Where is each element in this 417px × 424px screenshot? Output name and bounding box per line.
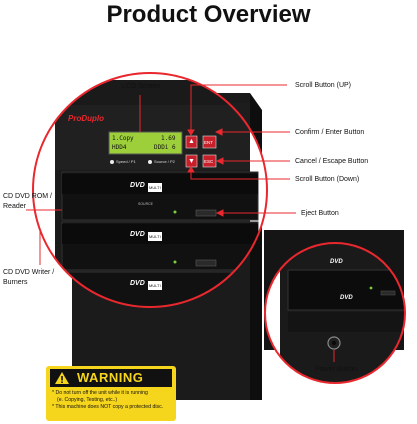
brand-logo: ProDuplo — [68, 114, 104, 123]
speed-indicator-label: Speed / P1 — [116, 159, 136, 164]
dvd-sub-1: MULTI — [148, 183, 162, 192]
label-reader-line1: CD DVD ROM / — [3, 193, 52, 200]
scroll-down-glyph: ▼ — [188, 158, 195, 165]
label-eject: Eject Button — [301, 210, 339, 217]
zoom-circle-power — [264, 242, 406, 384]
dvd-logo-3: DVD — [130, 280, 145, 287]
lcd-screen — [108, 131, 183, 155]
enter-button[interactable] — [202, 135, 217, 149]
warning-sticker: WARNING * Do not turn off the unit while… — [46, 366, 176, 421]
label-scroll-down: Scroll Button (Down) — [295, 176, 360, 183]
dvd-logo-1: DVD — [130, 182, 145, 189]
dvd-logo-5: DVD — [340, 295, 353, 301]
scroll-up-glyph: ▲ — [188, 138, 195, 145]
warning-line-2: (e. Copying, Testing, etc..) — [57, 397, 118, 403]
lcd-line1-right: 1.69 — [161, 135, 176, 142]
label-lcd-screen: LCD Screen — [122, 83, 161, 90]
label-writer-line2: Burners — [3, 279, 28, 286]
callout-lines — [26, 84, 335, 362]
eject-button-writer[interactable] — [195, 259, 217, 267]
source-indicator-label: Source / P2 — [154, 159, 175, 164]
lcd-line2-left: HDD4 — [112, 144, 127, 151]
eject-button[interactable] — [195, 209, 217, 217]
label-scroll-up: Scroll Button (UP) — [295, 82, 352, 89]
label-reader-line2: Reader — [3, 203, 26, 210]
lcd-line1-left: 1.Copy — [112, 135, 134, 142]
warning-line-3: * This machine does NOT copy a protected… — [52, 404, 164, 410]
label-cancel: Cancel / Escape Button — [295, 158, 369, 165]
dvd-sub-2: MULTI — [148, 232, 162, 241]
warning-body: * Do not turn off the unit while it is r… — [52, 390, 174, 411]
enter-glyph: ENT — [204, 140, 213, 145]
label-confirm: Confirm / Enter Button — [295, 129, 365, 136]
label-power: Power Button — [315, 366, 358, 373]
dvd-sub-3: MULTI — [148, 281, 162, 290]
drive-source-caption: SOURCE — [138, 202, 153, 206]
dvd-logo-4: DVD — [330, 259, 343, 265]
warning-header: WARNING — [50, 369, 172, 387]
dvd-logo-2: DVD — [130, 231, 145, 238]
label-writer-line1: CD DVD Writer / — [3, 269, 55, 276]
warning-triangle-icon — [55, 372, 69, 384]
page-title: Product Overview — [106, 1, 311, 28]
lcd-line2-right: DDDi 6 — [154, 144, 176, 151]
escape-glyph: ESC — [204, 159, 214, 164]
scroll-up-button[interactable] — [185, 135, 198, 149]
warning-heading: WARNING — [77, 370, 144, 385]
warning-line-1: * Do not turn off the unit while it is r… — [52, 390, 148, 396]
